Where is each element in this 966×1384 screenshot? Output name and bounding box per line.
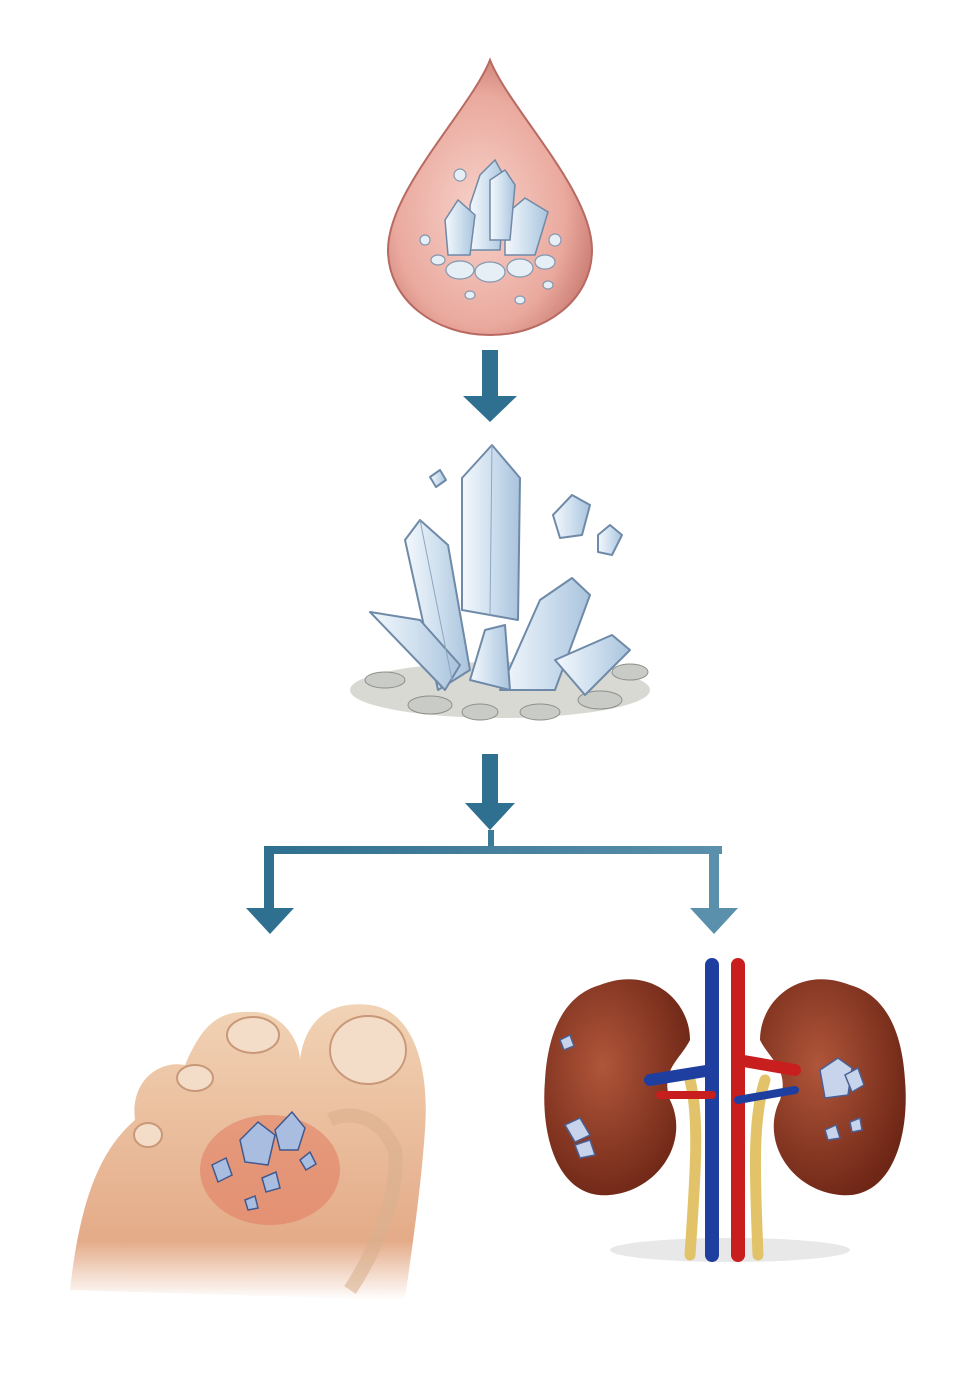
down-arrow-icon (463, 350, 517, 422)
crystal-cluster-icon (350, 444, 650, 721)
kidney-stones-icon (544, 958, 906, 1262)
blood-drop-icon (386, 57, 594, 337)
foot-gout-icon (70, 1004, 426, 1300)
branch-arrow-icon (246, 754, 738, 934)
